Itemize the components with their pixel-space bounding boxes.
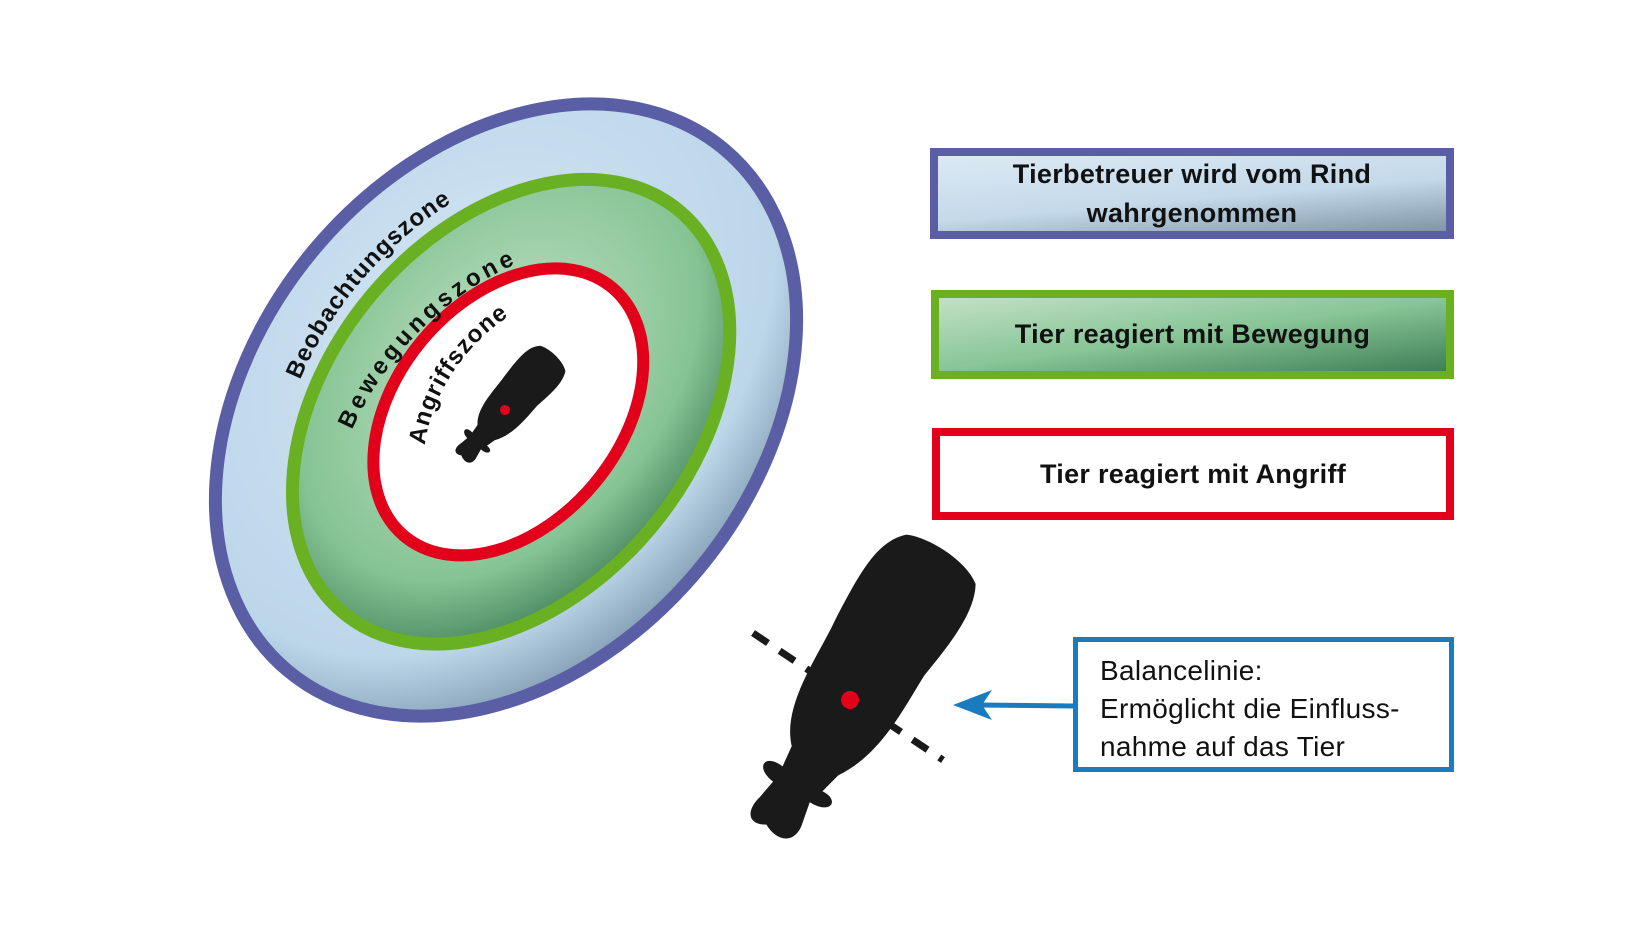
legend-observation-text: Tierbetreuer wird vom Rind wahrgenommen — [1012, 158, 1372, 228]
balance-note-line: Ermöglicht die Einfluss- — [1100, 693, 1400, 724]
legend-movement-text: Tier reagiert mit Bewegung — [1014, 319, 1371, 349]
legend-attack: Tier reagiert mit Angriff — [932, 428, 1454, 520]
cow-silhouette-icon — [455, 345, 566, 463]
balance-line — [751, 630, 945, 763]
legend-movement: Tier reagiert mit Bewegung — [931, 290, 1454, 379]
balance-note-line: nahme auf das Tier — [1100, 731, 1346, 762]
balance-note-line: Balancelinie: — [1100, 655, 1263, 686]
cow-silhouette-icon — [750, 534, 976, 839]
legend-observation: Tierbetreuer wird vom Rind wahrgenommen — [930, 148, 1454, 239]
arrow-left-icon — [953, 690, 1074, 720]
balance-line-note: Balancelinie: Ermöglicht die Einfluss- n… — [1073, 637, 1454, 772]
legend-attack-text: Tier reagiert mit Angriff — [1039, 458, 1347, 489]
